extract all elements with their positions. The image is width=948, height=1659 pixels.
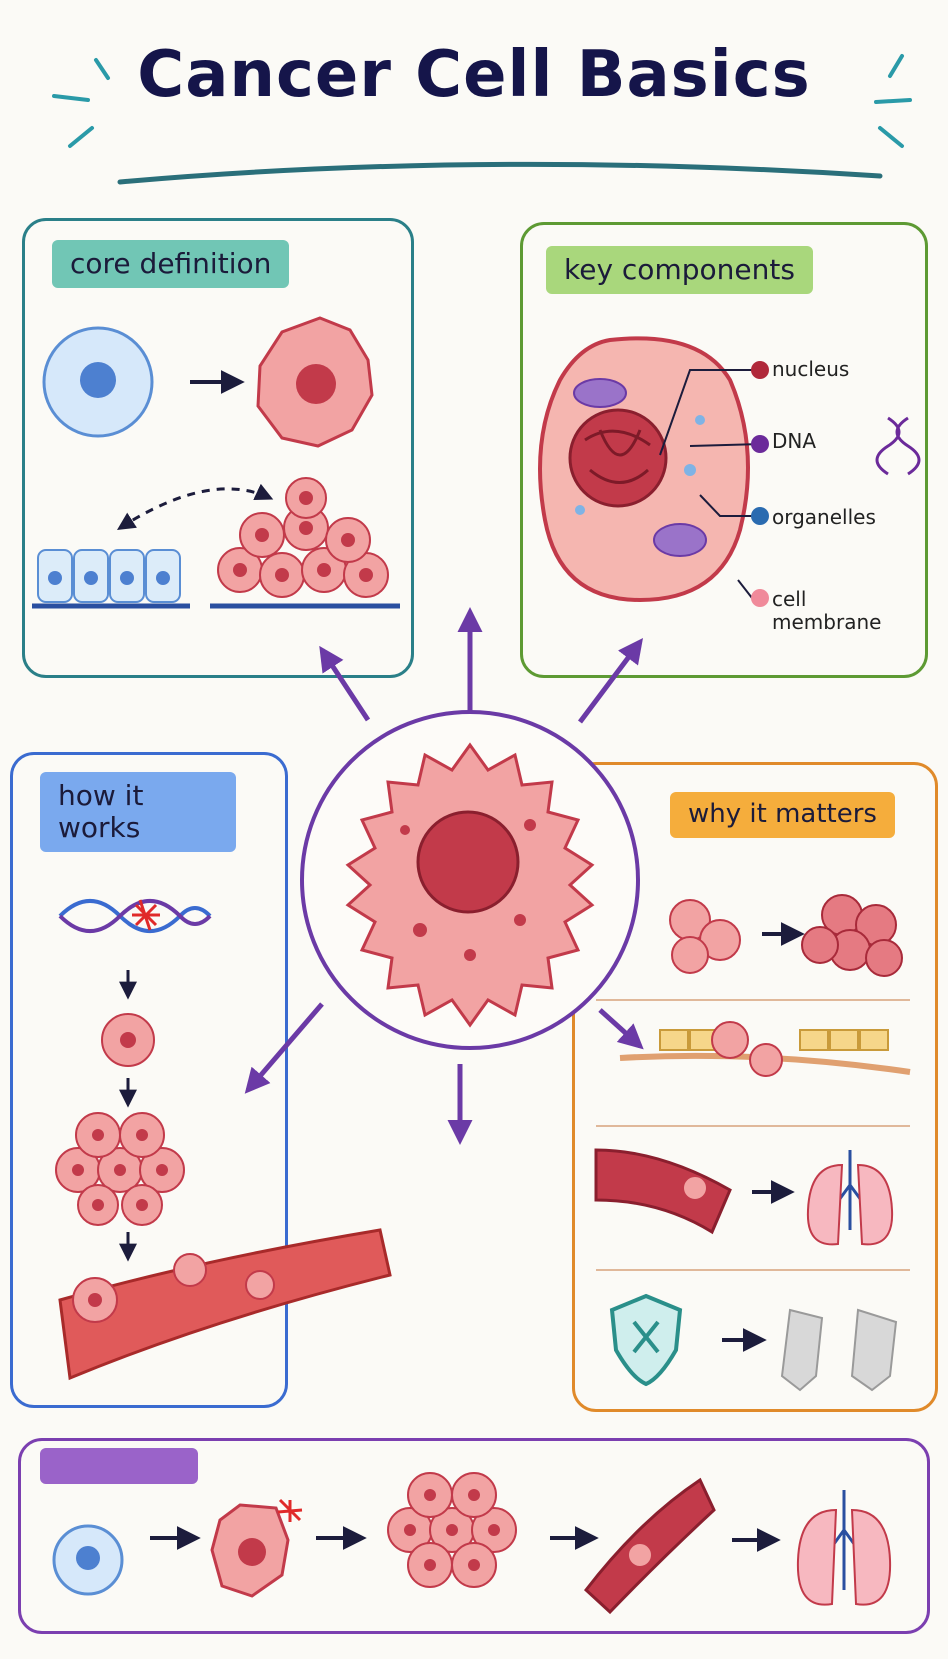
title-decoration — [52, 54, 912, 185]
why-it-matters-panel — [572, 762, 938, 1412]
central-cancer-cell — [300, 710, 640, 1050]
key-components-panel — [520, 222, 928, 678]
hub-arrows — [244, 607, 644, 1145]
why-it-matters-label: why it matters — [670, 792, 895, 838]
organelles-label: organelles — [772, 505, 876, 529]
progression-illustration — [52, 1472, 892, 1615]
how-it-works-label: how it works — [40, 772, 236, 853]
progression-panel — [18, 1438, 930, 1634]
page-title: Cancer Cell Basics — [137, 38, 811, 112]
how-it-works-panel — [10, 752, 288, 1408]
key-components-label: key components — [546, 246, 813, 295]
dna-label: DNA — [772, 429, 817, 453]
nucleus-label: nucleus — [772, 357, 850, 381]
how-it-works-illustration — [55, 899, 392, 1381]
progression-label — [40, 1448, 198, 1484]
core-definition-label: core definition — [52, 240, 290, 289]
cell-membrane-label: cell membrane — [772, 587, 882, 634]
why-it-matters-illustration — [594, 894, 911, 1392]
key-components-illustration — [538, 336, 921, 607]
core-definition-panel — [22, 218, 414, 678]
core-definition-illustration — [32, 316, 400, 609]
